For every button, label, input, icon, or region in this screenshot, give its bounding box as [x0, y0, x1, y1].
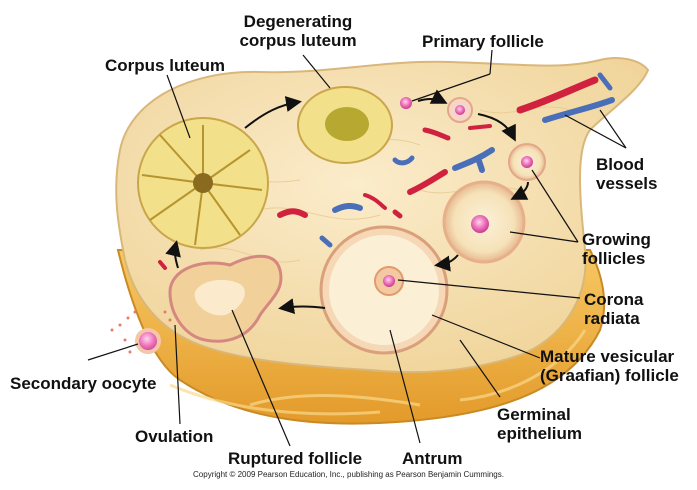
label-germinal-epithelium: Germinal epithelium — [497, 405, 582, 443]
degenerating-corpus-luteum — [298, 87, 392, 163]
label-ovulation: Ovulation — [135, 427, 213, 446]
mature-vesicular-follicle — [321, 227, 447, 353]
label-mature-vesicular-follicle: Mature vesicular (Graafian) follicle — [540, 347, 679, 385]
label-growing-follicles: Growing follicles — [582, 230, 651, 268]
label-degenerating-corpus-luteum: Degenerating corpus luteum — [228, 12, 368, 50]
corpus-luteum — [138, 118, 268, 248]
label-ruptured-follicle: Ruptured follicle — [228, 449, 362, 468]
label-blood-vessels: Blood vessels — [596, 155, 657, 193]
label-secondary-oocyte: Secondary oocyte — [10, 374, 156, 393]
label-corpus-luteum: Corpus luteum — [105, 56, 225, 75]
growing-follicle — [509, 144, 545, 180]
artery-vessel — [395, 212, 400, 216]
label-antrum: Antrum — [402, 449, 462, 468]
copyright-notice: Copyright © 2009 Pearson Education, Inc.… — [0, 470, 697, 479]
artery-vessel — [470, 126, 490, 128]
label-primary-follicle: Primary follicle — [422, 32, 544, 51]
label-corona-radiata: Corona radiata — [584, 290, 644, 328]
growing-follicle — [444, 182, 524, 262]
